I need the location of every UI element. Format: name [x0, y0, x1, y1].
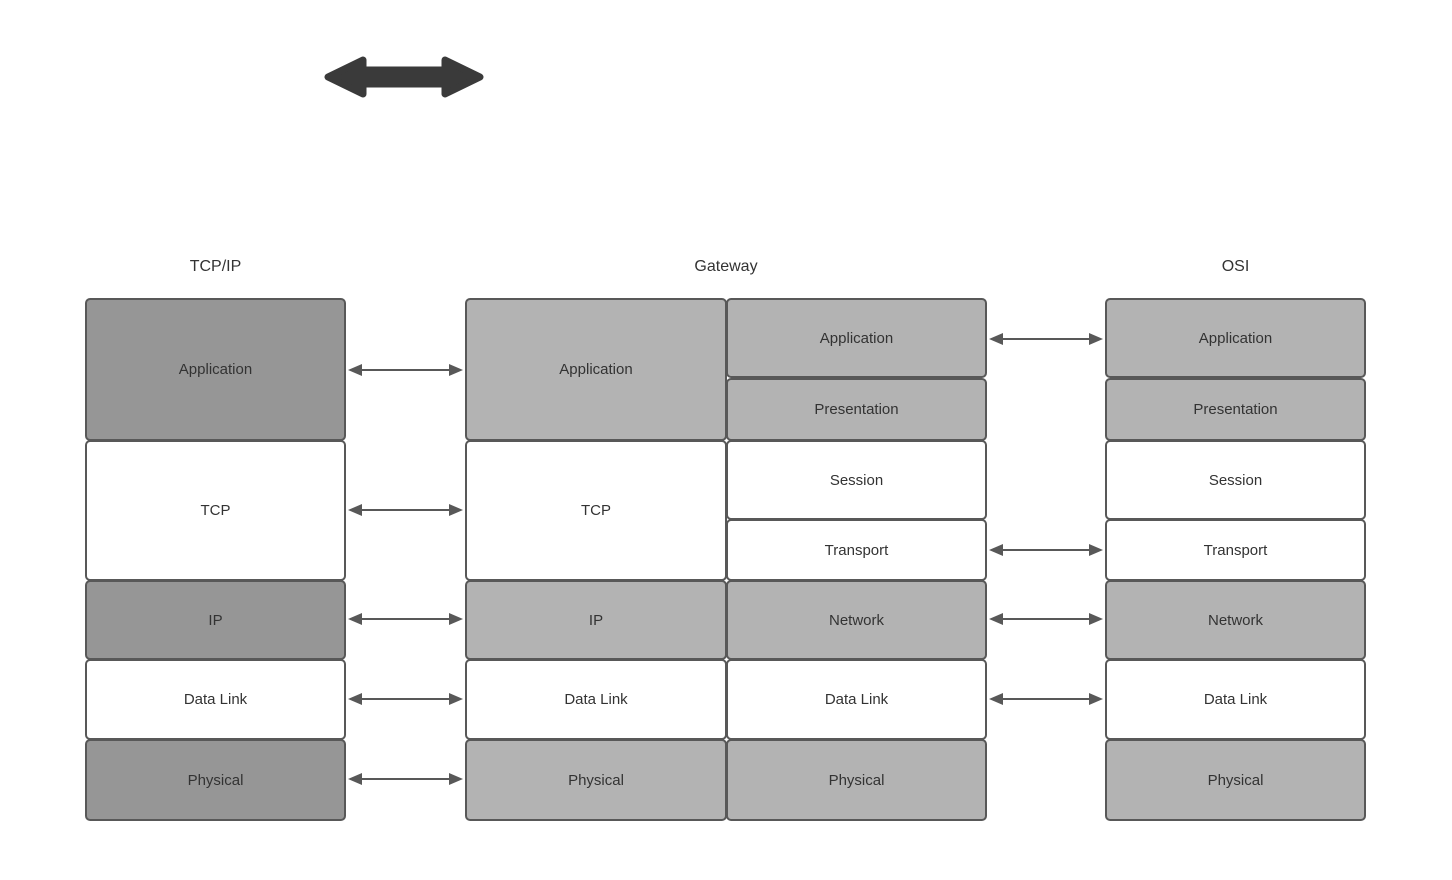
layer-tcpip-application[interactable]: Application	[85, 298, 346, 441]
column-title-tcpip: TCP/IP	[189, 258, 242, 275]
column-title-osi: OSI	[1221, 258, 1250, 275]
layer-gateway-data-link[interactable]: Data Link	[465, 659, 727, 740]
connector-gateway-osi-network	[987, 608, 1105, 630]
layer-osi-transport[interactable]: Transport	[1105, 519, 1366, 581]
layer-gateway-osi-presentation[interactable]: Presentation	[726, 378, 987, 441]
layer-gateway-osi-network[interactable]: Network	[726, 580, 987, 660]
layer-osi-presentation[interactable]: Presentation	[1105, 378, 1366, 441]
layer-tcpip-ip[interactable]: IP	[85, 580, 346, 660]
layer-gateway-osi-physical[interactable]: Physical	[726, 739, 987, 821]
connector-gateway-osi-transport	[987, 539, 1105, 561]
layer-gateway-physical[interactable]: Physical	[465, 739, 727, 821]
connector-gateway-osi-application	[987, 328, 1105, 350]
connector-tcpip-gateway-ip	[346, 608, 465, 630]
layer-gateway-osi-application[interactable]: Application	[726, 298, 987, 378]
connector-tcpip-gateway-data-link	[346, 688, 465, 710]
layer-osi-data-link[interactable]: Data Link	[1105, 659, 1366, 740]
layer-tcpip-tcp[interactable]: TCP	[85, 440, 346, 581]
layer-osi-network[interactable]: Network	[1105, 580, 1366, 660]
bidirectional-block-arrow-icon	[323, 53, 485, 101]
column-title-gateway: Gateway	[694, 258, 758, 275]
layer-osi-application[interactable]: Application	[1105, 298, 1366, 378]
connector-tcpip-gateway-tcp	[346, 499, 465, 521]
connector-tcpip-gateway-application	[346, 359, 465, 381]
layer-osi-session[interactable]: Session	[1105, 440, 1366, 520]
layer-gateway-tcp[interactable]: TCP	[465, 440, 727, 581]
layer-gateway-osi-session[interactable]: Session	[726, 440, 987, 520]
layer-gateway-application[interactable]: Application	[465, 298, 727, 441]
layer-gateway-ip[interactable]: IP	[465, 580, 727, 660]
layer-tcpip-physical[interactable]: Physical	[85, 739, 346, 821]
connector-tcpip-gateway-physical	[346, 768, 465, 790]
layer-tcpip-data-link[interactable]: Data Link	[85, 659, 346, 740]
layer-gateway-osi-transport[interactable]: Transport	[726, 519, 987, 581]
connector-gateway-osi-data-link	[987, 688, 1105, 710]
layer-gateway-osi-data-link[interactable]: Data Link	[726, 659, 987, 740]
layer-osi-physical[interactable]: Physical	[1105, 739, 1366, 821]
